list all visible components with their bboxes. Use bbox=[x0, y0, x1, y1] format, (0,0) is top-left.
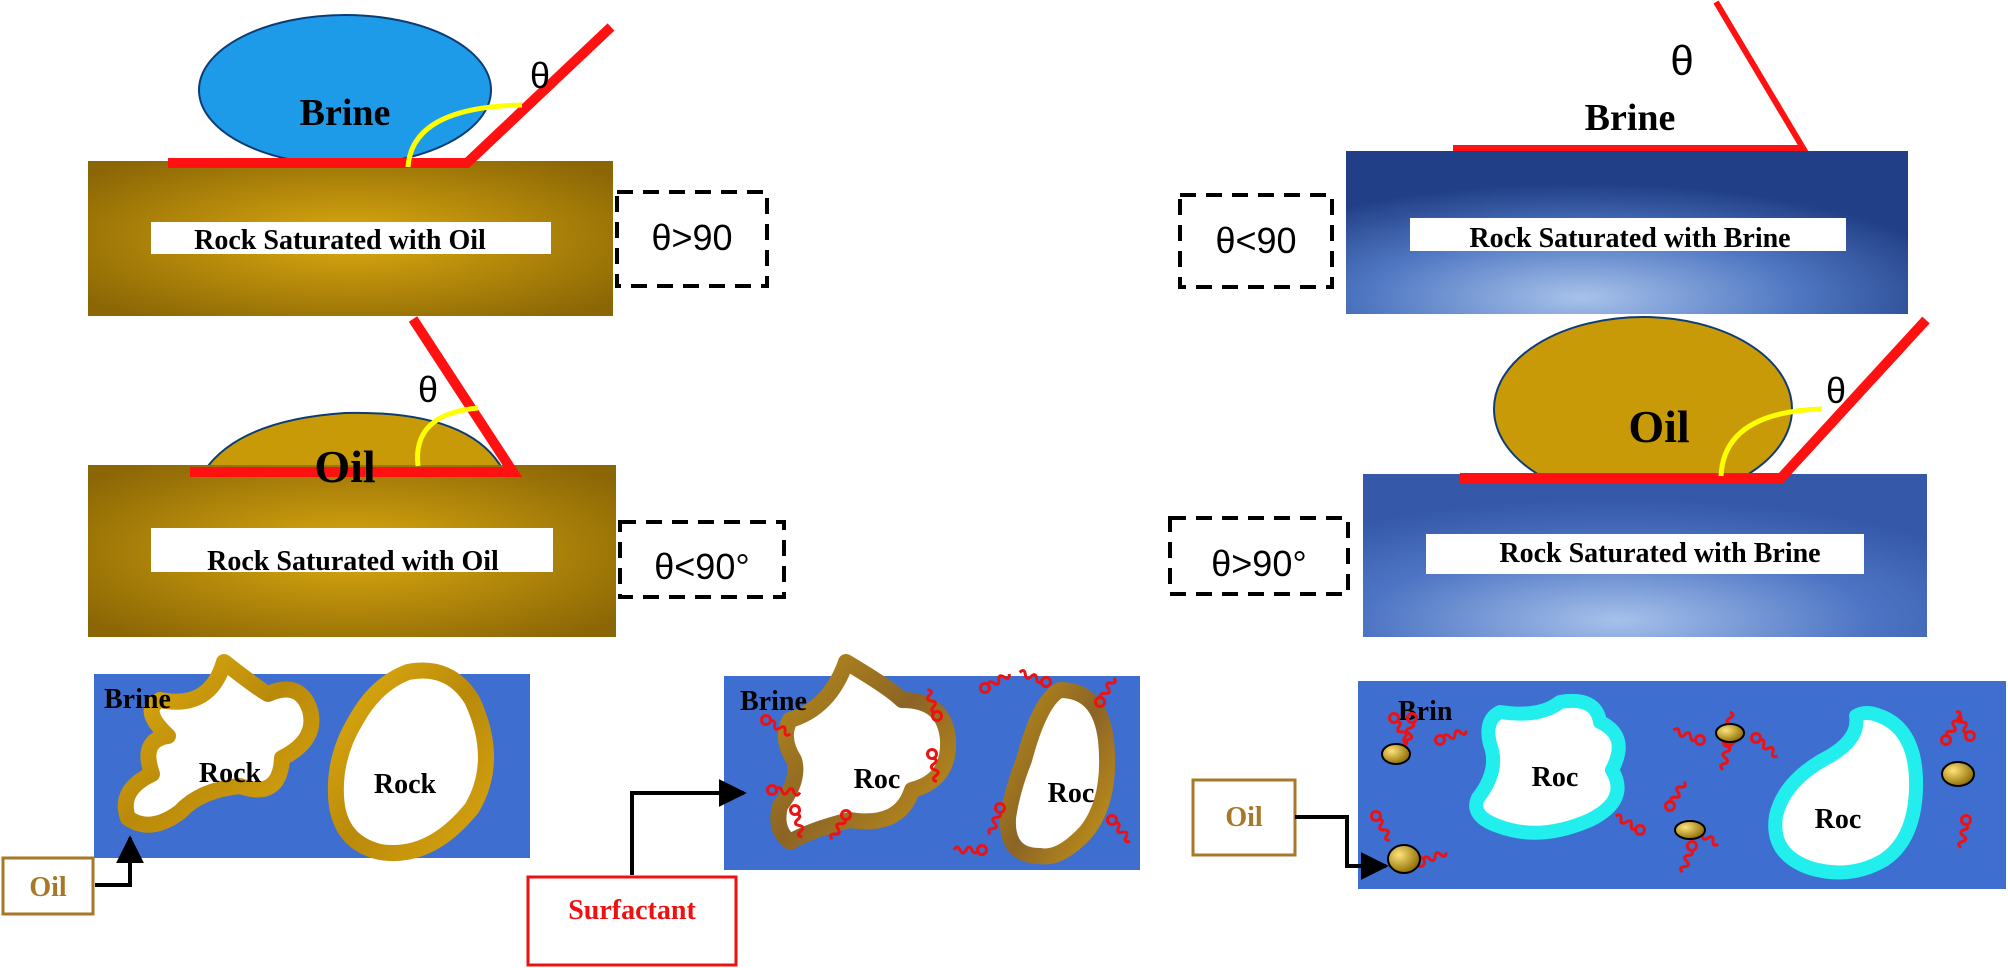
oil-label: Oil bbox=[314, 441, 375, 492]
angle-label: θ>90 bbox=[651, 217, 732, 258]
brine-label: Brin bbox=[1398, 696, 1453, 727]
oil-callout-label: Oil bbox=[29, 872, 67, 903]
oil-droplet bbox=[1941, 761, 1975, 787]
panel-water-wet-pores: Brin Roc Roc Oil bbox=[1191, 681, 2006, 889]
angle-box bbox=[1168, 516, 1350, 596]
surfactant-callout-label: Surfactant bbox=[568, 895, 696, 926]
rock-label: Rock bbox=[374, 769, 437, 800]
oil-droplet bbox=[1674, 820, 1706, 840]
panel-water-wet-rock-brine: Brine θ Rock Saturated with Brine θ<90 bbox=[1178, 0, 1908, 314]
rock-label: Rock Saturated with Brine bbox=[1469, 223, 1790, 254]
oil-droplet bbox=[1387, 844, 1421, 874]
rock-label-box bbox=[151, 528, 553, 572]
angle-box bbox=[1178, 193, 1334, 289]
rock-label: Rock Saturated with Oil bbox=[207, 546, 499, 577]
angle-label: θ<90° bbox=[654, 546, 749, 587]
oil-film-grain-2 bbox=[999, 682, 1116, 865]
brine-label: Brine bbox=[300, 92, 391, 134]
surfactant-callout-box bbox=[526, 875, 738, 967]
theta-symbol: θ bbox=[530, 55, 550, 96]
rock-label: Roc bbox=[1532, 762, 1579, 793]
rock-label: Roc bbox=[1048, 778, 1095, 809]
oil-callout-label: Oil bbox=[1225, 802, 1263, 833]
rock-label: Roc bbox=[1815, 804, 1862, 835]
oil-film-grain-2 bbox=[327, 662, 494, 861]
brine-label: Brine bbox=[740, 686, 807, 717]
rock-label: Rock bbox=[199, 758, 262, 789]
water-film-grain-2 bbox=[1768, 706, 1924, 880]
contact-line bbox=[190, 316, 523, 477]
theta-symbol: θ bbox=[1670, 37, 1693, 84]
contact-angle-arc bbox=[415, 405, 479, 467]
angle-label: θ>90° bbox=[1211, 543, 1306, 584]
brine-drop bbox=[198, 14, 492, 166]
panel-oil-wet-rock-oil-drop: Oil θ Rock Saturated with Oil θ<90° bbox=[88, 316, 786, 637]
rock-label: Roc bbox=[854, 764, 901, 795]
panel-oil-wet-pores: Brine Rock Rock Oil bbox=[1, 654, 530, 916]
contact-angle-arc bbox=[405, 102, 523, 168]
brine-label: Brine bbox=[1585, 97, 1676, 139]
oil-droplet bbox=[1715, 723, 1745, 743]
contact-line bbox=[1453, 0, 1809, 151]
angle-box bbox=[618, 520, 786, 599]
rock-label-box bbox=[1410, 218, 1846, 251]
oil-callout-arrow bbox=[95, 835, 144, 887]
rock-label: Rock Saturated with Brine bbox=[1499, 538, 1820, 569]
angle-box bbox=[615, 190, 769, 288]
contact-line bbox=[168, 23, 615, 168]
theta-symbol: θ bbox=[418, 369, 438, 410]
oil-film-grain-1 bbox=[117, 654, 320, 833]
oil-droplet bbox=[1381, 743, 1411, 765]
oil-callout-arrow bbox=[1295, 815, 1389, 880]
oil-callout-box bbox=[1191, 778, 1297, 857]
angle-label: θ<90 bbox=[1215, 220, 1296, 261]
rock-label-box bbox=[151, 222, 551, 254]
oil-droplets bbox=[1381, 723, 1975, 874]
water-film-grain-1 bbox=[1469, 694, 1626, 840]
rock-label: Rock Saturated with Oil bbox=[194, 225, 486, 256]
panel-water-wet-rock-oil-drop: Oil θ Rock Saturated with Brine θ>90° bbox=[1168, 316, 1930, 637]
contact-angle-arc bbox=[1718, 406, 1823, 477]
contact-line bbox=[1460, 316, 1930, 483]
theta-symbol: θ bbox=[1826, 370, 1846, 411]
brine-label: Brine bbox=[104, 684, 171, 715]
oil-callout-box bbox=[1, 856, 95, 916]
panel-surfactant-pores: Brine Roc Roc Surfactant bbox=[526, 654, 1140, 967]
panel-oil-wet-rock-brine-drop: Brine θ Rock Saturated with Oil θ>90 bbox=[88, 14, 769, 316]
surfactant-callout-arrow bbox=[630, 779, 747, 875]
oil-label: Oil bbox=[1628, 401, 1689, 452]
rock-label-box bbox=[1426, 534, 1864, 574]
